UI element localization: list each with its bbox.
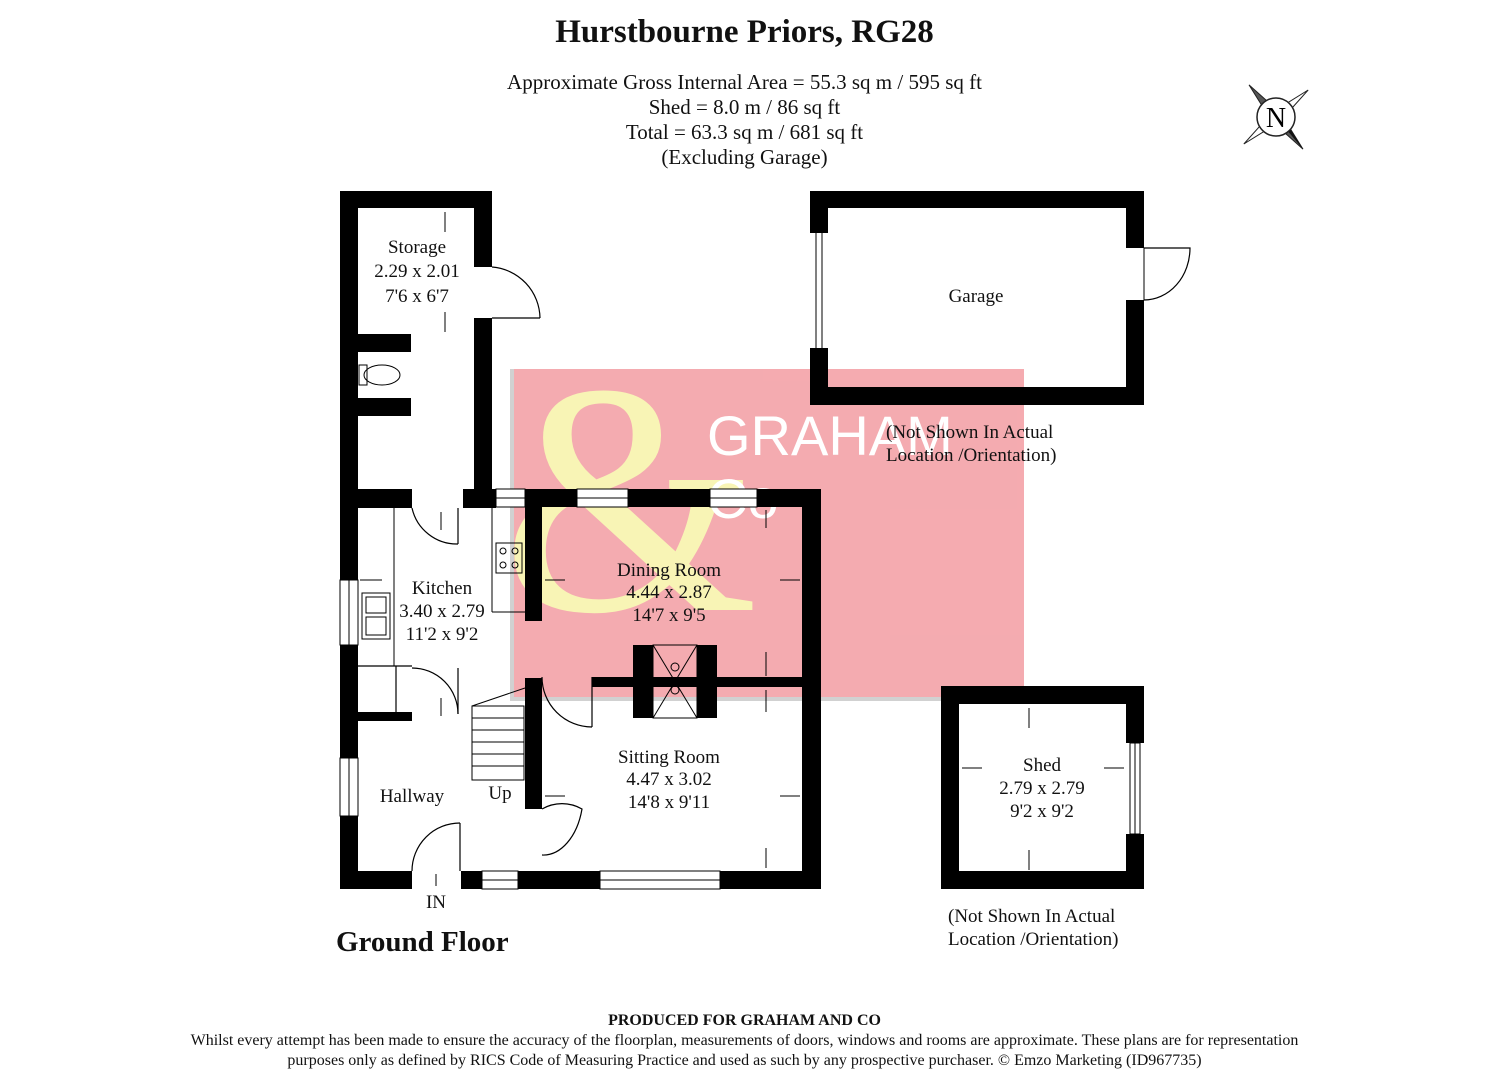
fireplace-icon xyxy=(652,644,698,719)
entrance-label: IN xyxy=(426,892,446,913)
dining-name: Dining Room xyxy=(617,560,721,581)
storage-imperial: 7'6 x 6'7 xyxy=(385,286,449,307)
garage-outline xyxy=(810,191,1191,405)
area-summary: Approximate Gross Internal Area = 55.3 s… xyxy=(0,70,1489,170)
hallway-name: Hallway xyxy=(380,786,445,807)
footer-disclaimer: PRODUCED FOR GRAHAM AND CO Whilst every … xyxy=(0,1011,1489,1071)
sitting-imperial: 14'8 x 9'11 xyxy=(628,792,710,813)
dimension-markers xyxy=(360,212,1124,886)
gross-area-text: Approximate Gross Internal Area = 55.3 s… xyxy=(507,70,982,94)
kitchen-name: Kitchen xyxy=(412,578,473,599)
produced-for-text: PRODUCED FOR GRAHAM AND CO xyxy=(608,1012,881,1029)
sitting-name: Sitting Room xyxy=(618,747,720,768)
storage-name: Storage xyxy=(388,237,446,258)
window-glazing-lines xyxy=(348,497,757,881)
kitchen-metric: 3.40 x 2.79 xyxy=(399,601,485,622)
garage-note-line-1: (Not Shown In Actual xyxy=(886,422,1054,443)
room-labels: Storage 2.29 x 2.01 7'6 x 6'7 Kitchen 3.… xyxy=(374,237,1085,913)
stairs-label: Up xyxy=(488,783,511,804)
garage-name: Garage xyxy=(949,286,1004,307)
disclaimer-line-1: Whilst every attempt has been made to en… xyxy=(190,1032,1299,1049)
shed-note-line-2: Location /Orientation) xyxy=(948,929,1119,950)
shed-name: Shed xyxy=(1023,755,1062,776)
shed-area-text: Shed = 8.0 m / 86 sq ft xyxy=(648,95,841,119)
hob-icon xyxy=(495,542,523,574)
watermark-logo: & GRAHAM Co xyxy=(502,317,1024,701)
shed-outline xyxy=(941,686,1144,889)
dining-metric: 4.44 x 2.87 xyxy=(626,582,712,603)
compass-north-label: N xyxy=(1266,103,1286,134)
staircase xyxy=(471,687,526,781)
excluding-note: (Excluding Garage) xyxy=(661,145,828,169)
sitting-metric: 4.47 x 3.02 xyxy=(626,769,712,790)
kitchen-fittings xyxy=(358,364,525,666)
compass-icon: N xyxy=(1243,84,1309,150)
shed-note-line-1: (Not Shown In Actual xyxy=(948,906,1116,927)
door-swings xyxy=(358,266,593,872)
watermark-word-1: GRAHAM xyxy=(707,404,953,467)
garage-note: (Not Shown In Actual Location /Orientati… xyxy=(886,421,1056,467)
sink-icon xyxy=(361,592,391,640)
house-walls xyxy=(340,191,821,889)
page-title: Hurstbourne Priors, RG28 xyxy=(555,14,934,50)
disclaimer-line-2: purposes only as defined by RICS Code of… xyxy=(287,1052,1202,1069)
shed-metric: 2.79 x 2.79 xyxy=(999,778,1085,799)
total-area-text: Total = 63.3 sq m / 681 sq ft xyxy=(625,120,864,144)
garage-note-line-2: Location /Orientation) xyxy=(886,445,1057,466)
toilet-icon xyxy=(363,364,401,386)
shed-imperial: 9'2 x 9'2 xyxy=(1010,801,1074,822)
dining-imperial: 14'7 x 9'5 xyxy=(632,605,705,626)
storage-metric: 2.29 x 2.01 xyxy=(374,261,460,282)
kitchen-imperial: 11'2 x 9'2 xyxy=(406,624,479,645)
shed-note: (Not Shown In Actual Location /Orientati… xyxy=(948,905,1118,951)
floor-label: Ground Floor xyxy=(336,926,509,958)
